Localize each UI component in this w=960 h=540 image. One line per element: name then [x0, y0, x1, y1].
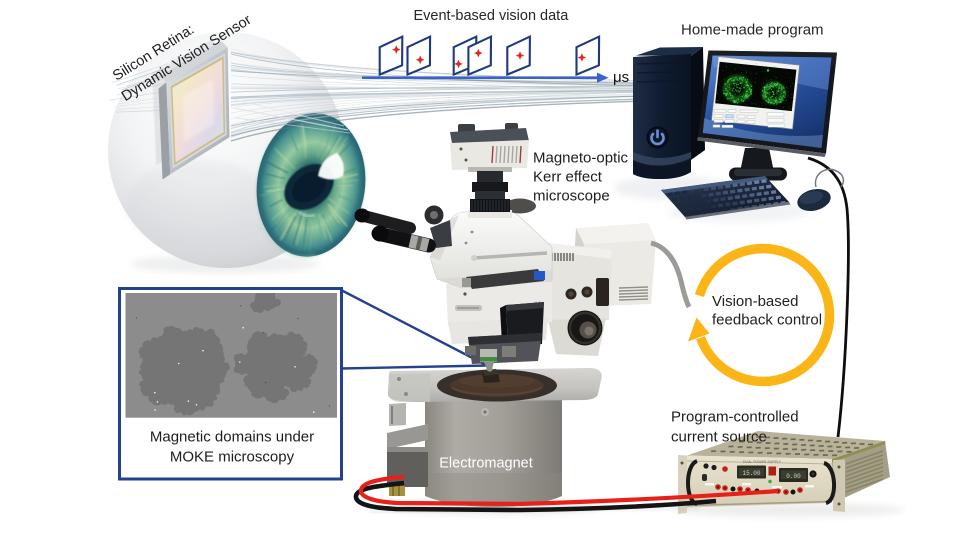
svg-text:15.00: 15.00 [742, 470, 760, 477]
svg-text:Program-controlled: Program-controlled [671, 409, 799, 426]
svg-text:Home-made program: Home-made program [681, 22, 824, 39]
svg-text:Electromagnet: Electromagnet [439, 456, 533, 472]
svg-text:Kerr effect: Kerr effect [533, 169, 603, 186]
svg-text:0.00: 0.00 [786, 473, 801, 480]
svg-text:Event-based vision data: Event-based vision data [414, 8, 570, 24]
svg-text:MOKE microscopy: MOKE microscopy [170, 449, 295, 466]
svg-text:μs: μs [613, 69, 629, 86]
svg-text:feedback control: feedback control [712, 312, 822, 329]
svg-text:Magnetic domains under: Magnetic domains under [150, 429, 314, 446]
svg-text:microscope: microscope [533, 188, 610, 205]
svg-text:DUAL POWER SUPPLY: DUAL POWER SUPPLY [743, 460, 782, 464]
svg-text:Vision-based: Vision-based [712, 293, 798, 310]
svg-text:Magneto-optic: Magneto-optic [533, 150, 629, 167]
svg-text:current source: current source [671, 429, 767, 446]
